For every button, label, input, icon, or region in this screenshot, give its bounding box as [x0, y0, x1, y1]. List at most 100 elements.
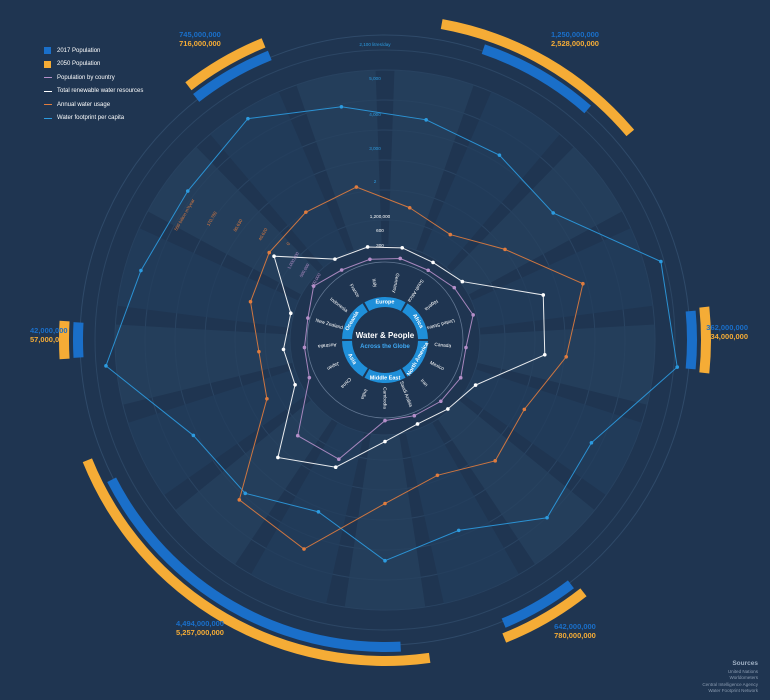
series-point: [311, 284, 316, 288]
region-band: [402, 340, 428, 377]
sector: [451, 146, 623, 295]
series-point: [424, 118, 428, 122]
inner-scale-label: 1,200,000: [370, 214, 391, 219]
series-point: [542, 353, 547, 357]
sector: [147, 146, 319, 295]
population-2017-label: 42,000,000: [30, 326, 68, 335]
country-label: Cambodia: [382, 387, 388, 409]
sector: [437, 399, 595, 565]
sector: [462, 369, 642, 496]
footprint-scale-label: 3,000: [369, 146, 381, 151]
series-point: [288, 311, 293, 315]
series-point: [139, 268, 143, 273]
series-point: [383, 439, 387, 444]
series-point: [456, 528, 461, 533]
series-point: [398, 256, 403, 261]
series-point: [551, 211, 555, 215]
series-line: [297, 257, 474, 460]
inner-scale-label: 600: [376, 228, 384, 233]
series-point: [581, 281, 585, 286]
series-point: [383, 418, 387, 423]
series-point: [675, 365, 680, 369]
legend-item-renewable-water: Total renewable water resources: [44, 85, 143, 99]
hub-subtitle: Across the Globe: [360, 344, 410, 350]
population-2050-label: 2,528,000,000: [551, 39, 599, 48]
series-point: [267, 250, 272, 255]
country-label: Nigeria: [423, 298, 439, 312]
country-label: United States: [425, 317, 455, 331]
legend-line: [44, 90, 52, 92]
series-point: [415, 422, 420, 426]
legend-item-population-by-country: Population by country: [44, 71, 143, 85]
series-point: [545, 515, 549, 520]
footprint-scale-label: 2: [374, 179, 377, 184]
series-point: [365, 245, 370, 249]
population-2050-label: 57,000,000: [30, 335, 68, 344]
series-point: [281, 347, 286, 352]
series-point: [104, 364, 108, 368]
sector: [477, 324, 656, 405]
hub-ring: [306, 261, 464, 419]
country-label: Italy: [370, 278, 378, 288]
country-label: New Zealand: [315, 318, 344, 332]
series-point: [316, 510, 321, 514]
series-point: [446, 407, 450, 411]
population-2050-label: 716,000,000: [179, 39, 221, 48]
series-point: [302, 547, 306, 551]
sources-title: Sources: [732, 659, 758, 667]
series-point: [522, 407, 527, 412]
population-2017-bar: [481, 44, 592, 114]
footprint-scale-label: 5,000: [369, 76, 381, 81]
legend-item-annual-water-usage: Annual water usage: [44, 98, 143, 112]
population-2017-label: 642,000,000: [554, 622, 596, 631]
series-point: [339, 105, 344, 109]
series-point: [276, 455, 280, 460]
series-line: [238, 186, 584, 550]
series-point: [400, 246, 405, 250]
series-line: [105, 106, 678, 562]
series-point: [304, 210, 308, 214]
series-point: [439, 399, 443, 404]
region-label: Asia: [346, 353, 357, 367]
footprint-scale-label: 2,100 litres/day: [359, 42, 391, 47]
series-point: [589, 440, 594, 445]
series-point: [272, 254, 276, 259]
series-point: [426, 268, 430, 273]
region-band: [364, 369, 406, 383]
usage-scale-label: 80,630: [232, 218, 243, 233]
series-point: [185, 189, 190, 193]
population-2050-label: 780,000,000: [554, 631, 596, 640]
country-label: China: [339, 376, 352, 390]
source-item: Worldometers: [729, 675, 758, 681]
hub-center: [354, 309, 416, 371]
series-point: [497, 153, 502, 157]
population-bars: [59, 19, 711, 666]
series-point: [306, 316, 310, 320]
usage-scale-label: 40,620: [257, 227, 268, 242]
population-2017-label: 1,250,000,000: [551, 30, 599, 39]
legend-item-water-footprint: Water footprint per capita: [44, 112, 143, 126]
population-2050-bar: [185, 38, 266, 91]
region-label: Middle East: [370, 375, 401, 381]
region-band: [402, 303, 428, 340]
country-label: France: [348, 283, 361, 299]
country-label: India: [359, 388, 368, 400]
population-2017-label: 745,000,000: [179, 30, 221, 39]
series-point: [493, 459, 497, 463]
series-point: [431, 260, 435, 265]
population-2050-bar: [502, 588, 587, 643]
region-band: [342, 303, 368, 340]
series-point: [460, 279, 465, 284]
sector: [117, 228, 299, 328]
data-series: [104, 105, 680, 563]
region-label: Europe: [376, 299, 395, 305]
series-point: [368, 257, 372, 262]
series-point: [383, 558, 387, 563]
usage-scale-label: 0: [285, 241, 291, 246]
series-point: [412, 413, 417, 418]
series-point: [307, 375, 312, 380]
population-2050-label: 434,000,000: [706, 332, 748, 341]
background-sectors: [115, 70, 656, 610]
sector: [210, 91, 348, 268]
population-2050-label: 5,257,000,000: [176, 628, 224, 637]
